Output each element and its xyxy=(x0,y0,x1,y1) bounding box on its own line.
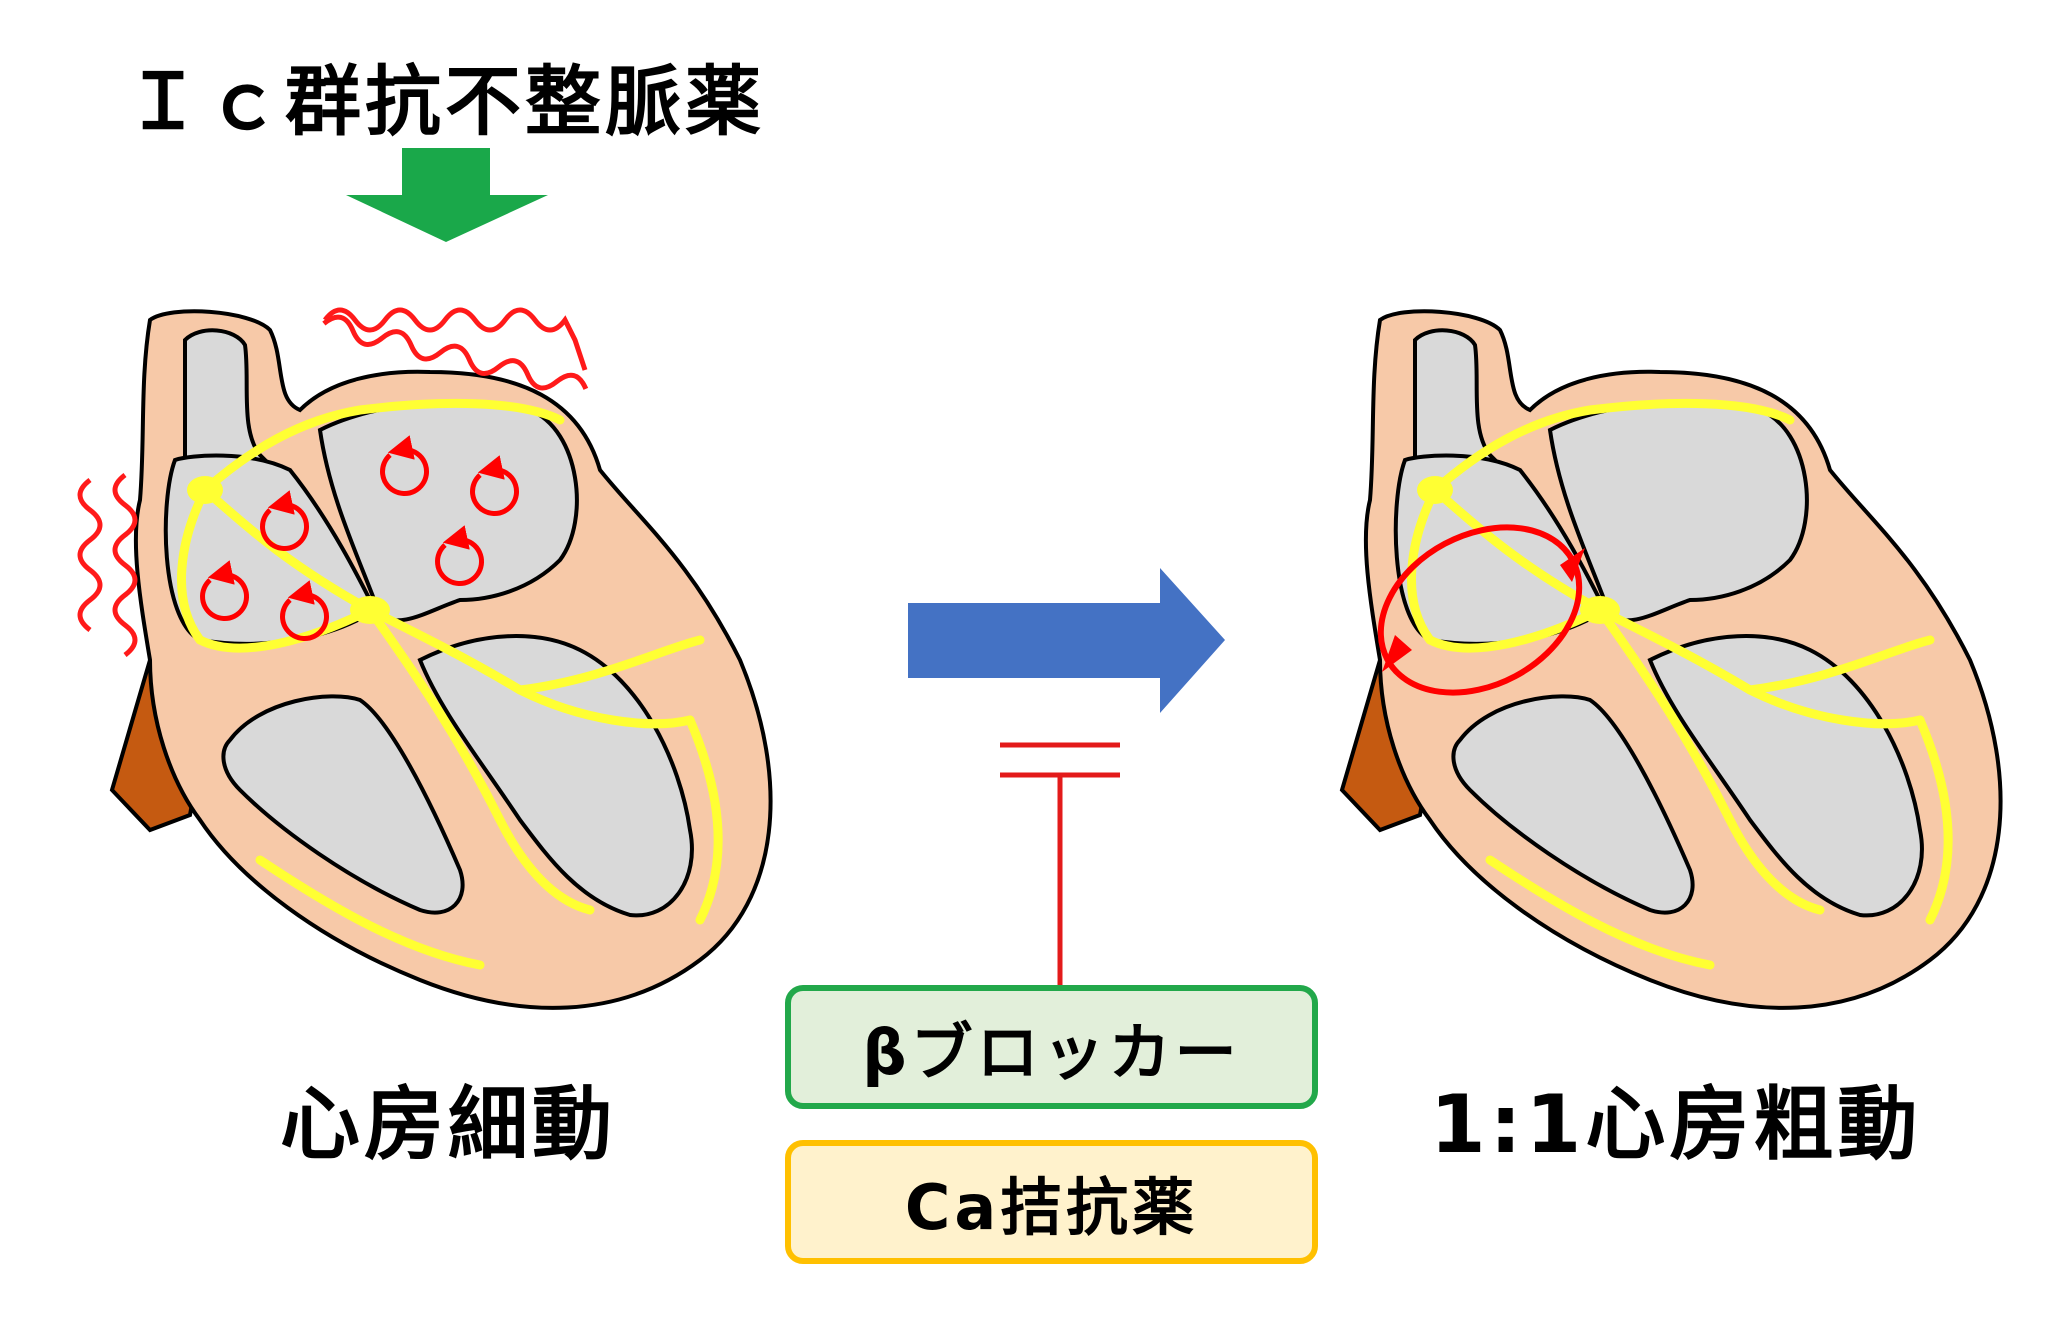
reentry-arrowhead-right xyxy=(1560,548,1585,582)
micro-reentry-circle-3 xyxy=(280,580,330,642)
micro-reentry-circle-6 xyxy=(435,525,485,587)
atrial-fibrillation-label: 心房細動 xyxy=(280,1078,616,1171)
fibrillation-wave-left-2 xyxy=(112,473,138,657)
ca-antagonist-box: Ca拮抗薬 xyxy=(785,1140,1318,1264)
fibrillation-wave-left-1 xyxy=(77,478,103,632)
blue-right-arrow-icon xyxy=(908,568,1225,713)
right-heart-afl xyxy=(1342,311,2001,1008)
inhibition-symbol-icon xyxy=(1000,742,1120,988)
micro-reentry-circle-5 xyxy=(470,455,520,517)
reentry-arrowhead-left xyxy=(1382,635,1412,672)
micro-reentry-circle-2 xyxy=(200,560,250,622)
fibrillation-wave-top-2 xyxy=(322,314,589,391)
left-heart-af xyxy=(77,307,771,1008)
green-down-arrow-icon xyxy=(346,148,548,242)
ca-antagonist-label: Ca拮抗薬 xyxy=(904,1171,1199,1244)
micro-reentry-circle-1 xyxy=(260,490,310,552)
atrial-flutter-label: 1:1心房粗動 xyxy=(1430,1078,1922,1171)
micro-reentry-circle-4 xyxy=(380,435,430,497)
beta-blocker-label: βブロッカー xyxy=(862,1016,1241,1089)
drug-title: Ｉｃ群抗不整脈薬 xyxy=(125,57,765,146)
beta-blocker-box: βブロッカー xyxy=(785,985,1318,1109)
fibrillation-wave-top-1 xyxy=(323,307,588,371)
